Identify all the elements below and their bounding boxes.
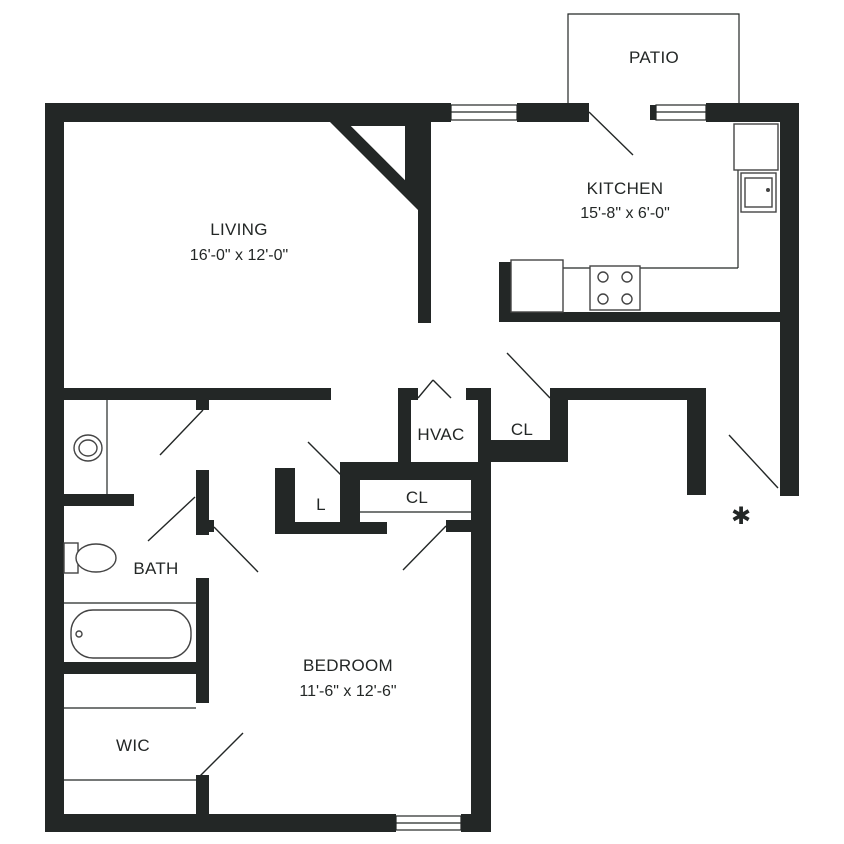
patio-door [588,111,634,156]
bath-label: BATH [133,559,178,578]
kitchen-fixtures [510,123,779,313]
windows [395,104,707,831]
interior-walls [45,103,568,820]
living-label: LIVING [210,220,268,239]
bedroom-door [213,526,259,573]
patio-label: PATIO [629,48,679,67]
bedroom-label: BEDROOM [303,656,393,675]
kitchen-label: KITCHEN [587,179,664,198]
dishwasher [510,259,564,313]
linen-label: L [316,495,326,514]
doors [147,111,779,777]
exterior-walls [45,103,799,832]
wic-door [199,732,244,777]
hall-cl-door [506,352,551,399]
bath-fixtures [63,434,196,659]
bath-door [159,409,204,456]
patio-outline [567,13,740,104]
bedroom-dimensions: 11'-6" x 12'-6" [299,683,396,700]
hvac-door-right [432,379,452,399]
bathtub [70,609,192,659]
entry-star-icon: ✱ [731,502,751,530]
wic-label: WIC [116,736,150,755]
room-labels: PATIO KITCHEN 15'-8" x 6'-0" LIVING 16'-… [116,48,679,755]
refrigerator [733,123,779,171]
bath-door-2 [147,496,196,542]
bedroom-cl-label: CL [406,488,428,507]
hall-cl-label: CL [511,420,533,439]
linen-door [307,441,343,477]
entry-door [728,434,779,489]
hvac-door-left [417,379,434,399]
kitchen-dimensions: 15'-8" x 6'-0" [580,205,670,222]
stove [589,265,641,311]
hvac-label: HVAC [417,425,464,444]
bedroom-cl-door [402,525,447,571]
living-dimensions: 16'-0" x 12'-0" [190,247,288,264]
toilet-bowl [75,543,117,573]
